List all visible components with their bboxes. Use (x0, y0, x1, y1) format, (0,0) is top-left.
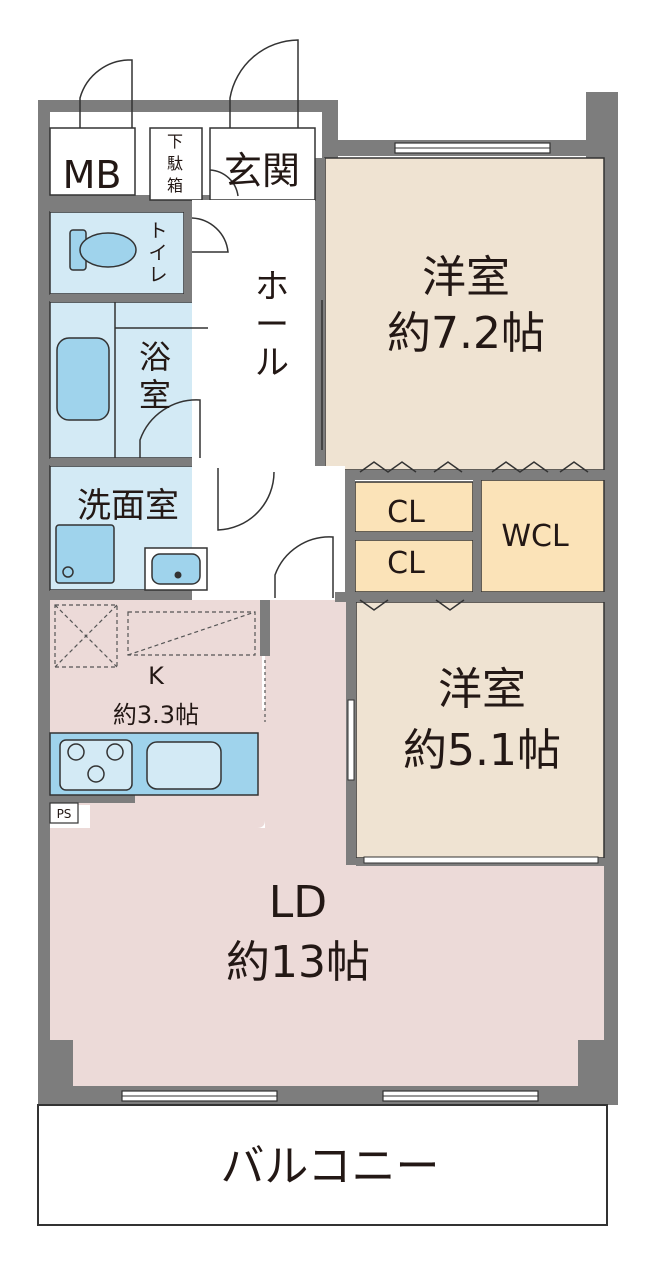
washroom-label: 洗面室 (77, 486, 179, 526)
hall-door (274, 300, 334, 598)
western2-size: 約5.1帖 (403, 725, 561, 776)
shoebox-label-1: 下 (167, 132, 183, 151)
toilet-label-3: レ (148, 264, 167, 286)
balcony-label: バルコニー (220, 1141, 439, 1192)
cl2-label: CL (387, 546, 425, 581)
cl1-label: CL (387, 495, 425, 530)
sliding-doors (347, 461, 599, 864)
windows (121, 142, 551, 1102)
kitchen-name: K (148, 662, 165, 690)
labels: MB 下 駄 箱 玄関 ホ ー ル ト イ レ 浴 室 洗面室 洋室 約7.2帖… (57, 132, 569, 1192)
mb-label: MB (63, 153, 122, 197)
ps-label: PS (57, 807, 72, 821)
toilet-label-1: ト (148, 220, 167, 242)
kitchen-size: 約3.3帖 (113, 701, 199, 729)
ld-name: LD (269, 877, 327, 928)
shoebox-label-3: 箱 (167, 176, 183, 195)
hall-label-2: ー (255, 305, 289, 345)
western1-size: 約7.2帖 (387, 308, 545, 359)
washroom-fixture (55, 468, 275, 591)
balcony-area (37, 1104, 608, 1226)
shoebox-label-2: 駄 (167, 154, 183, 173)
ld-size: 約13帖 (226, 937, 370, 988)
bath-fixture (56, 302, 208, 458)
hall-label-3: ル (255, 343, 289, 383)
toilet-label-2: イ (148, 242, 167, 264)
entrance-label: 玄関 (224, 149, 300, 193)
toilet-fixture (69, 217, 229, 271)
entrance-area (49, 39, 345, 600)
western2-name: 洋室 (438, 664, 526, 715)
kitchen-fixture (49, 604, 266, 824)
bath-label-2: 室 (139, 376, 171, 414)
bath-label-1: 浴 (139, 338, 171, 376)
wcl-label: WCL (501, 519, 569, 554)
hall-label-1: ホ (255, 267, 289, 307)
western1-name: 洋室 (422, 252, 510, 303)
